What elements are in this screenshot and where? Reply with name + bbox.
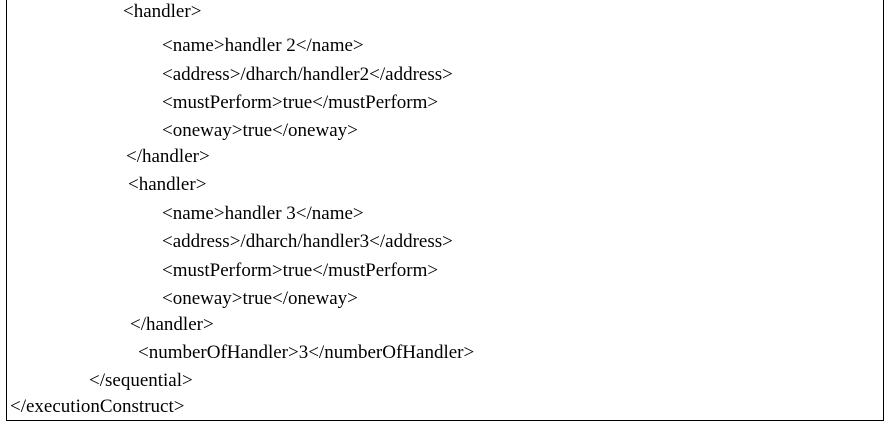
code-line: <handler> <box>128 174 207 195</box>
code-line: </executionConstruct> <box>10 396 185 417</box>
code-line: </sequential> <box>89 370 193 391</box>
code-line: <numberOfHandler>3</numberOfHandler> <box>138 342 475 363</box>
code-line: <address>/dharch/handler2</address> <box>162 64 453 85</box>
code-line: <mustPerform>true</mustPerform> <box>162 260 439 281</box>
code-line: <address>/dharch/handler3</address> <box>162 231 453 252</box>
code-listing-frame: <handler> <name>handler 2</name> <addres… <box>6 0 884 421</box>
code-line: </handler> <box>126 146 210 167</box>
code-line: <name>handler 3</name> <box>162 203 364 224</box>
code-line: <oneway>true</oneway> <box>162 120 358 141</box>
code-line: <mustPerform>true</mustPerform> <box>162 92 439 113</box>
code-line: <oneway>true</oneway> <box>162 288 358 309</box>
code-line: </handler> <box>130 314 214 335</box>
code-line: <name>handler 2</name> <box>162 35 364 56</box>
code-line: <handler> <box>123 1 202 22</box>
